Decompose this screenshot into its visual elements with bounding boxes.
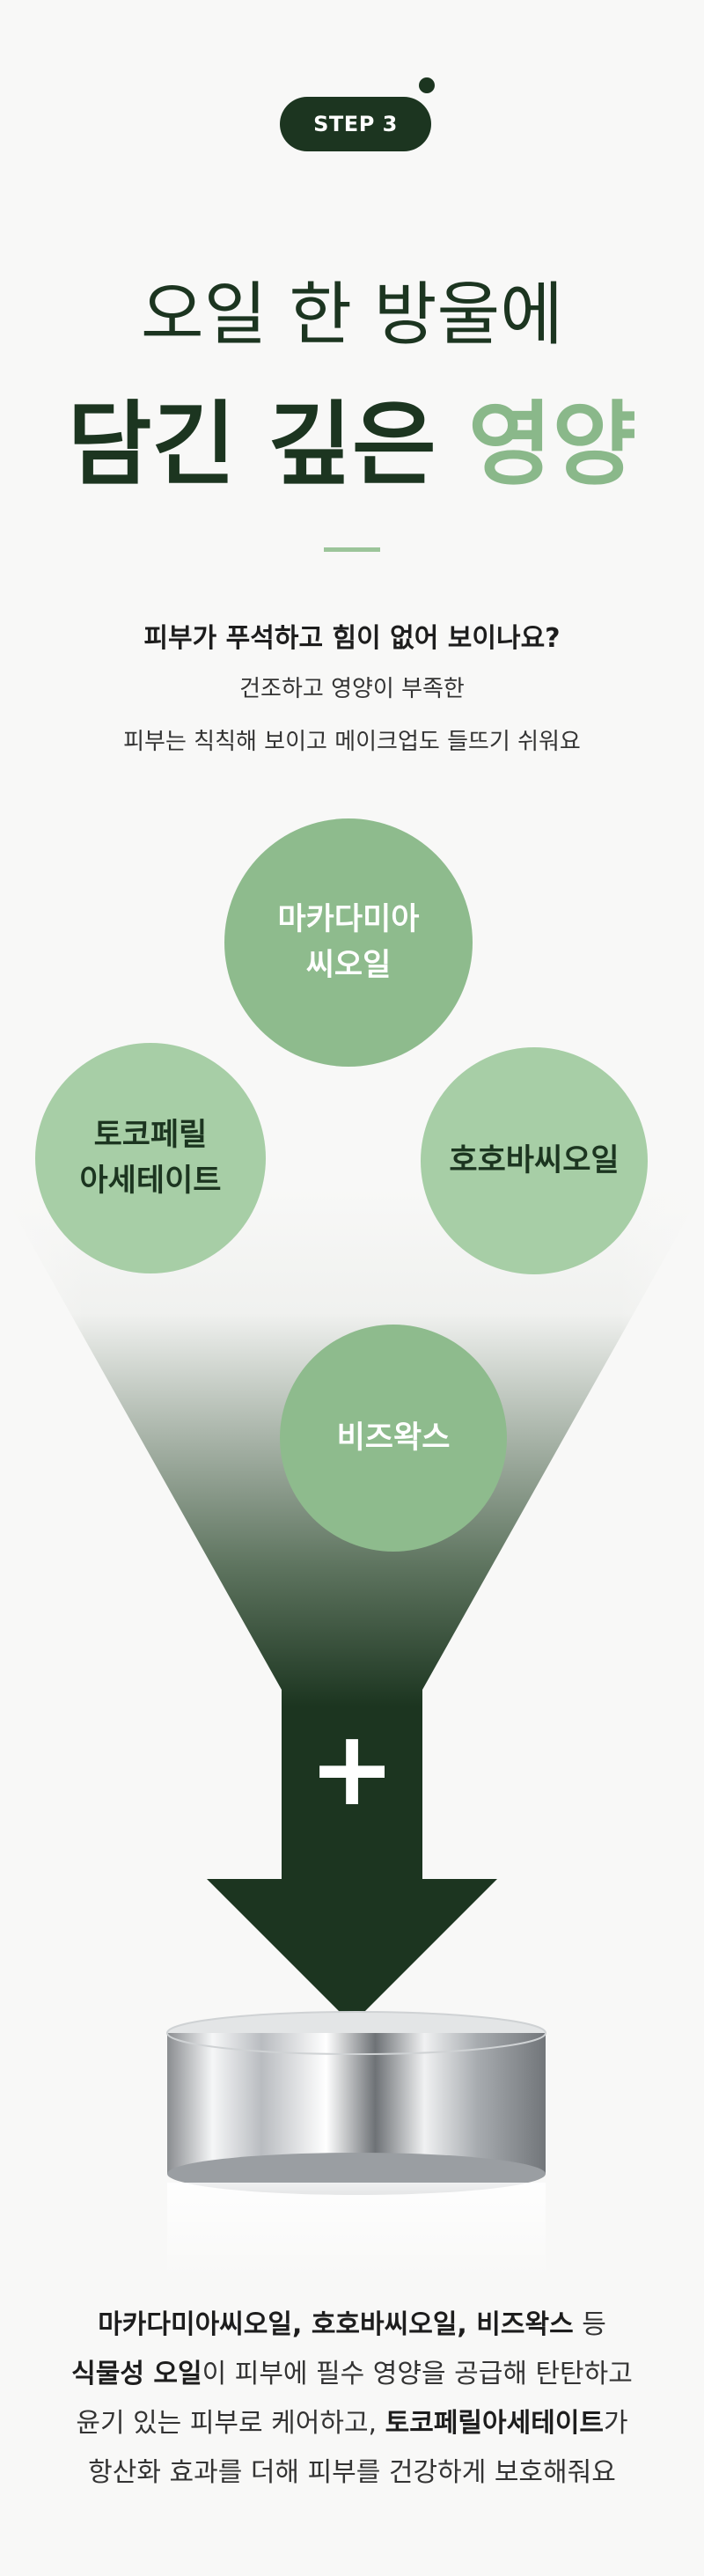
funnel-graphic	[0, 1188, 704, 2024]
step-dot	[419, 77, 435, 93]
ingredient-beeswax: 비즈왁스	[280, 1325, 507, 1552]
description-line2: 식물성 오일이 피부에 필수 영양을 공급해 탄탄하고	[0, 2355, 704, 2394]
headline-line1: 오일 한 방울에	[140, 275, 564, 355]
ingredient-macadamia-line2: 씨오일	[305, 948, 392, 983]
description-line1: 마카다미아씨오일, 호호바씨오일, 비즈왁스 등	[0, 2306, 704, 2345]
ingredient-jojoba: 호호바씨오일	[421, 1047, 648, 1274]
ingredient-tocopheryl-line1: 토코페릴	[93, 1117, 208, 1153]
description-line4: 항산화 효과를 더해 피부를 건강하게 보호해줘요	[0, 2454, 704, 2492]
description-text: 이 피부에 필수 영양을 공급해 탄탄하고	[202, 2359, 633, 2389]
description-text: 가	[604, 2408, 628, 2439]
description-highlight-tocopheryl: 토코페릴아세테이트	[385, 2408, 605, 2439]
ingredient-tocopheryl-line2: 아세테이트	[79, 1163, 222, 1199]
ingredient-beeswax-label: 비즈왁스	[336, 1420, 451, 1456]
intro-line1: 건조하고 영양이 부족한	[239, 676, 465, 702]
headline-line2: 담긴 깊은 영양	[0, 370, 704, 503]
intro-line2: 피부는 칙칙해 보이고 메이크업도 들뜨기 쉬워요	[123, 729, 581, 755]
headline-line2-main: 담긴 깊은	[67, 391, 468, 498]
description-text: 항산화 효과를 더해 피부를 건강하게 보호해줘요	[88, 2457, 616, 2488]
ingredient-macadamia-line1: 마카다미아	[277, 901, 420, 937]
ingredient-jojoba-label: 호호바씨오일	[449, 1142, 620, 1178]
step-badge: STEP 3	[280, 97, 431, 151]
plus-icon: +	[308, 1707, 396, 1829]
description-line3: 윤기 있는 피부로 케어하고, 토코페릴아세테이트가	[0, 2404, 704, 2443]
intro-question: 피부가 푸석하고 힘이 없어 보이나요?	[143, 623, 561, 654]
description-text: 윤기 있는 피부로 케어하고,	[76, 2408, 385, 2439]
product-jar-image	[166, 2011, 546, 2279]
description-highlight-oils: 마카다미아씨오일, 호호바씨오일, 비즈왁스	[98, 2309, 574, 2340]
divider	[324, 547, 380, 552]
description-highlight-plant-oil: 식물성 오일	[71, 2359, 202, 2389]
description-text: 등	[573, 2309, 606, 2340]
headline-line2-accent: 영양	[467, 391, 637, 498]
